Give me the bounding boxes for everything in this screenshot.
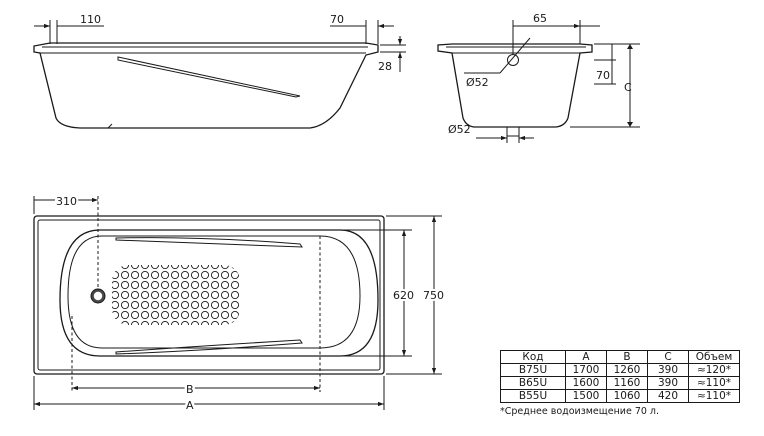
footnote: *Среднее водоизмещение 70 л. bbox=[500, 406, 660, 417]
cell-volume: ≈110* bbox=[688, 389, 740, 403]
side-view: 110 70 28 bbox=[33, 13, 406, 129]
cell-c: 420 bbox=[647, 389, 689, 403]
header-c: C bbox=[647, 350, 689, 364]
table-row: B55U 1500 1060 420 ≈110* bbox=[500, 389, 740, 403]
dim-outer-width: 750 bbox=[423, 289, 444, 302]
cell-volume: ≈120* bbox=[688, 363, 740, 377]
cell-volume: ≈110* bbox=[688, 376, 740, 390]
overflow-hole bbox=[507, 54, 519, 66]
cell-code: B65U bbox=[500, 376, 566, 390]
header-volume: Объем bbox=[688, 350, 740, 364]
tub-side-profile bbox=[33, 42, 379, 129]
cell-code: B75U bbox=[500, 363, 566, 377]
cell-c: 390 bbox=[647, 376, 689, 390]
table-row: B75U 1700 1260 390 ≈120* bbox=[500, 363, 740, 377]
cell-b: 1160 bbox=[606, 376, 648, 390]
tub-outer-rim bbox=[33, 215, 385, 375]
dim-drain-hole: Ø52 bbox=[448, 123, 471, 136]
spec-table: Код A B C Объем B75U 1700 1260 390 ≈120*… bbox=[500, 350, 740, 403]
cell-a: 1700 bbox=[565, 363, 607, 377]
dim-top-offset: 65 bbox=[533, 12, 547, 25]
dim-right-offset: 70 bbox=[330, 13, 344, 26]
plan-view: 310 B A 620 750 bbox=[33, 193, 446, 415]
dim-overflow-hole: Ø52 bbox=[466, 76, 489, 89]
dim-inner-width: 620 bbox=[393, 289, 414, 302]
dim-inner-length: B bbox=[186, 383, 194, 396]
end-view: Ø52 65 70 C Ø52 bbox=[437, 12, 640, 143]
armrest-top bbox=[115, 237, 303, 248]
header-b: B bbox=[606, 350, 648, 364]
cell-a: 1500 bbox=[565, 389, 607, 403]
cell-b: 1060 bbox=[606, 389, 648, 403]
dim-left-offset: 110 bbox=[80, 13, 101, 26]
cell-code: B55U bbox=[500, 389, 566, 403]
cell-b: 1260 bbox=[606, 363, 648, 377]
dim-right-offset-end: 70 bbox=[596, 69, 610, 82]
dim-rim-height: 28 bbox=[378, 60, 392, 73]
dim-height-label: C bbox=[624, 81, 632, 94]
dim-drain-offset: 310 bbox=[56, 195, 77, 208]
dim-outer-length: A bbox=[186, 399, 194, 412]
table-header-row: Код A B C Объем bbox=[500, 350, 740, 364]
armrest-groove bbox=[117, 56, 301, 98]
header-code: Код bbox=[500, 350, 566, 364]
tub-inner-basin bbox=[59, 229, 379, 357]
armrest-bottom bbox=[115, 339, 303, 355]
tub-end-profile bbox=[437, 43, 593, 128]
table-row: B65U 1600 1160 390 ≈110* bbox=[500, 376, 740, 390]
cell-a: 1600 bbox=[565, 376, 607, 390]
header-a: A bbox=[565, 350, 607, 364]
cell-c: 390 bbox=[647, 363, 689, 377]
anti-slip-pattern bbox=[112, 265, 240, 325]
